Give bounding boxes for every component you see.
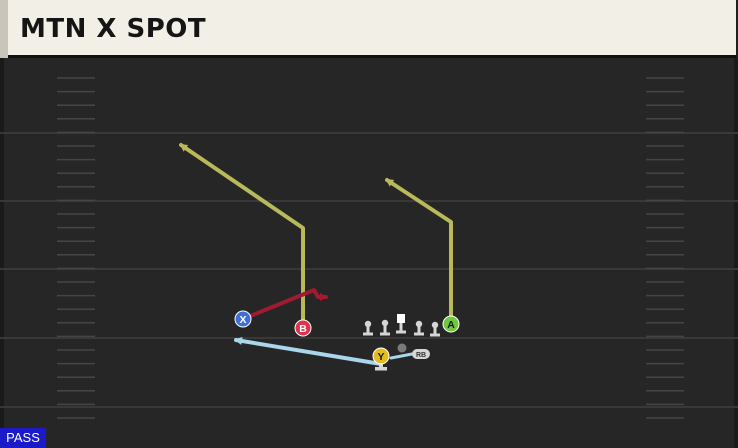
player-x[interactable]: X: [234, 310, 252, 328]
title-accent: [0, 0, 8, 58]
field-right-border: [734, 58, 738, 448]
yard-lines: [0, 132, 738, 408]
player-y[interactable]: Y: [372, 347, 390, 365]
football-field: X B A Y RB: [0, 58, 738, 448]
running-back-icon[interactable]: RB: [412, 349, 430, 359]
route-x-spot: [241, 288, 328, 321]
player-y-label: Y: [377, 351, 384, 363]
center-icon: [396, 314, 406, 334]
route-a-post: [385, 178, 453, 326]
player-rb-label: RB: [416, 352, 426, 359]
football-icon: [397, 343, 407, 353]
player-a-label: A: [447, 319, 455, 331]
player-a[interactable]: A: [442, 315, 460, 333]
offensive-lineman-icon: [363, 320, 373, 336]
play-type-badge: PASS: [0, 428, 46, 448]
hash-marks-right: [646, 77, 684, 419]
offensive-lineman-icon: [414, 320, 424, 336]
offensive-line: [363, 314, 440, 337]
offensive-lineman-icon: [430, 321, 440, 337]
field-left-border: [0, 58, 4, 448]
player-b[interactable]: B: [294, 319, 312, 337]
field-turf: [0, 58, 738, 448]
offensive-lineman-icon: [380, 319, 390, 336]
hash-marks-left: [57, 77, 95, 419]
play-title: MTN X SPOT: [20, 14, 207, 44]
player-x-label: X: [239, 314, 246, 326]
quarterback-icon: [375, 363, 387, 371]
player-b-label: B: [299, 323, 307, 335]
routes: [179, 143, 453, 366]
title-bar: MTN X SPOT: [0, 0, 736, 58]
route-rb-release: [389, 352, 414, 360]
route-y-flat: [234, 337, 383, 366]
